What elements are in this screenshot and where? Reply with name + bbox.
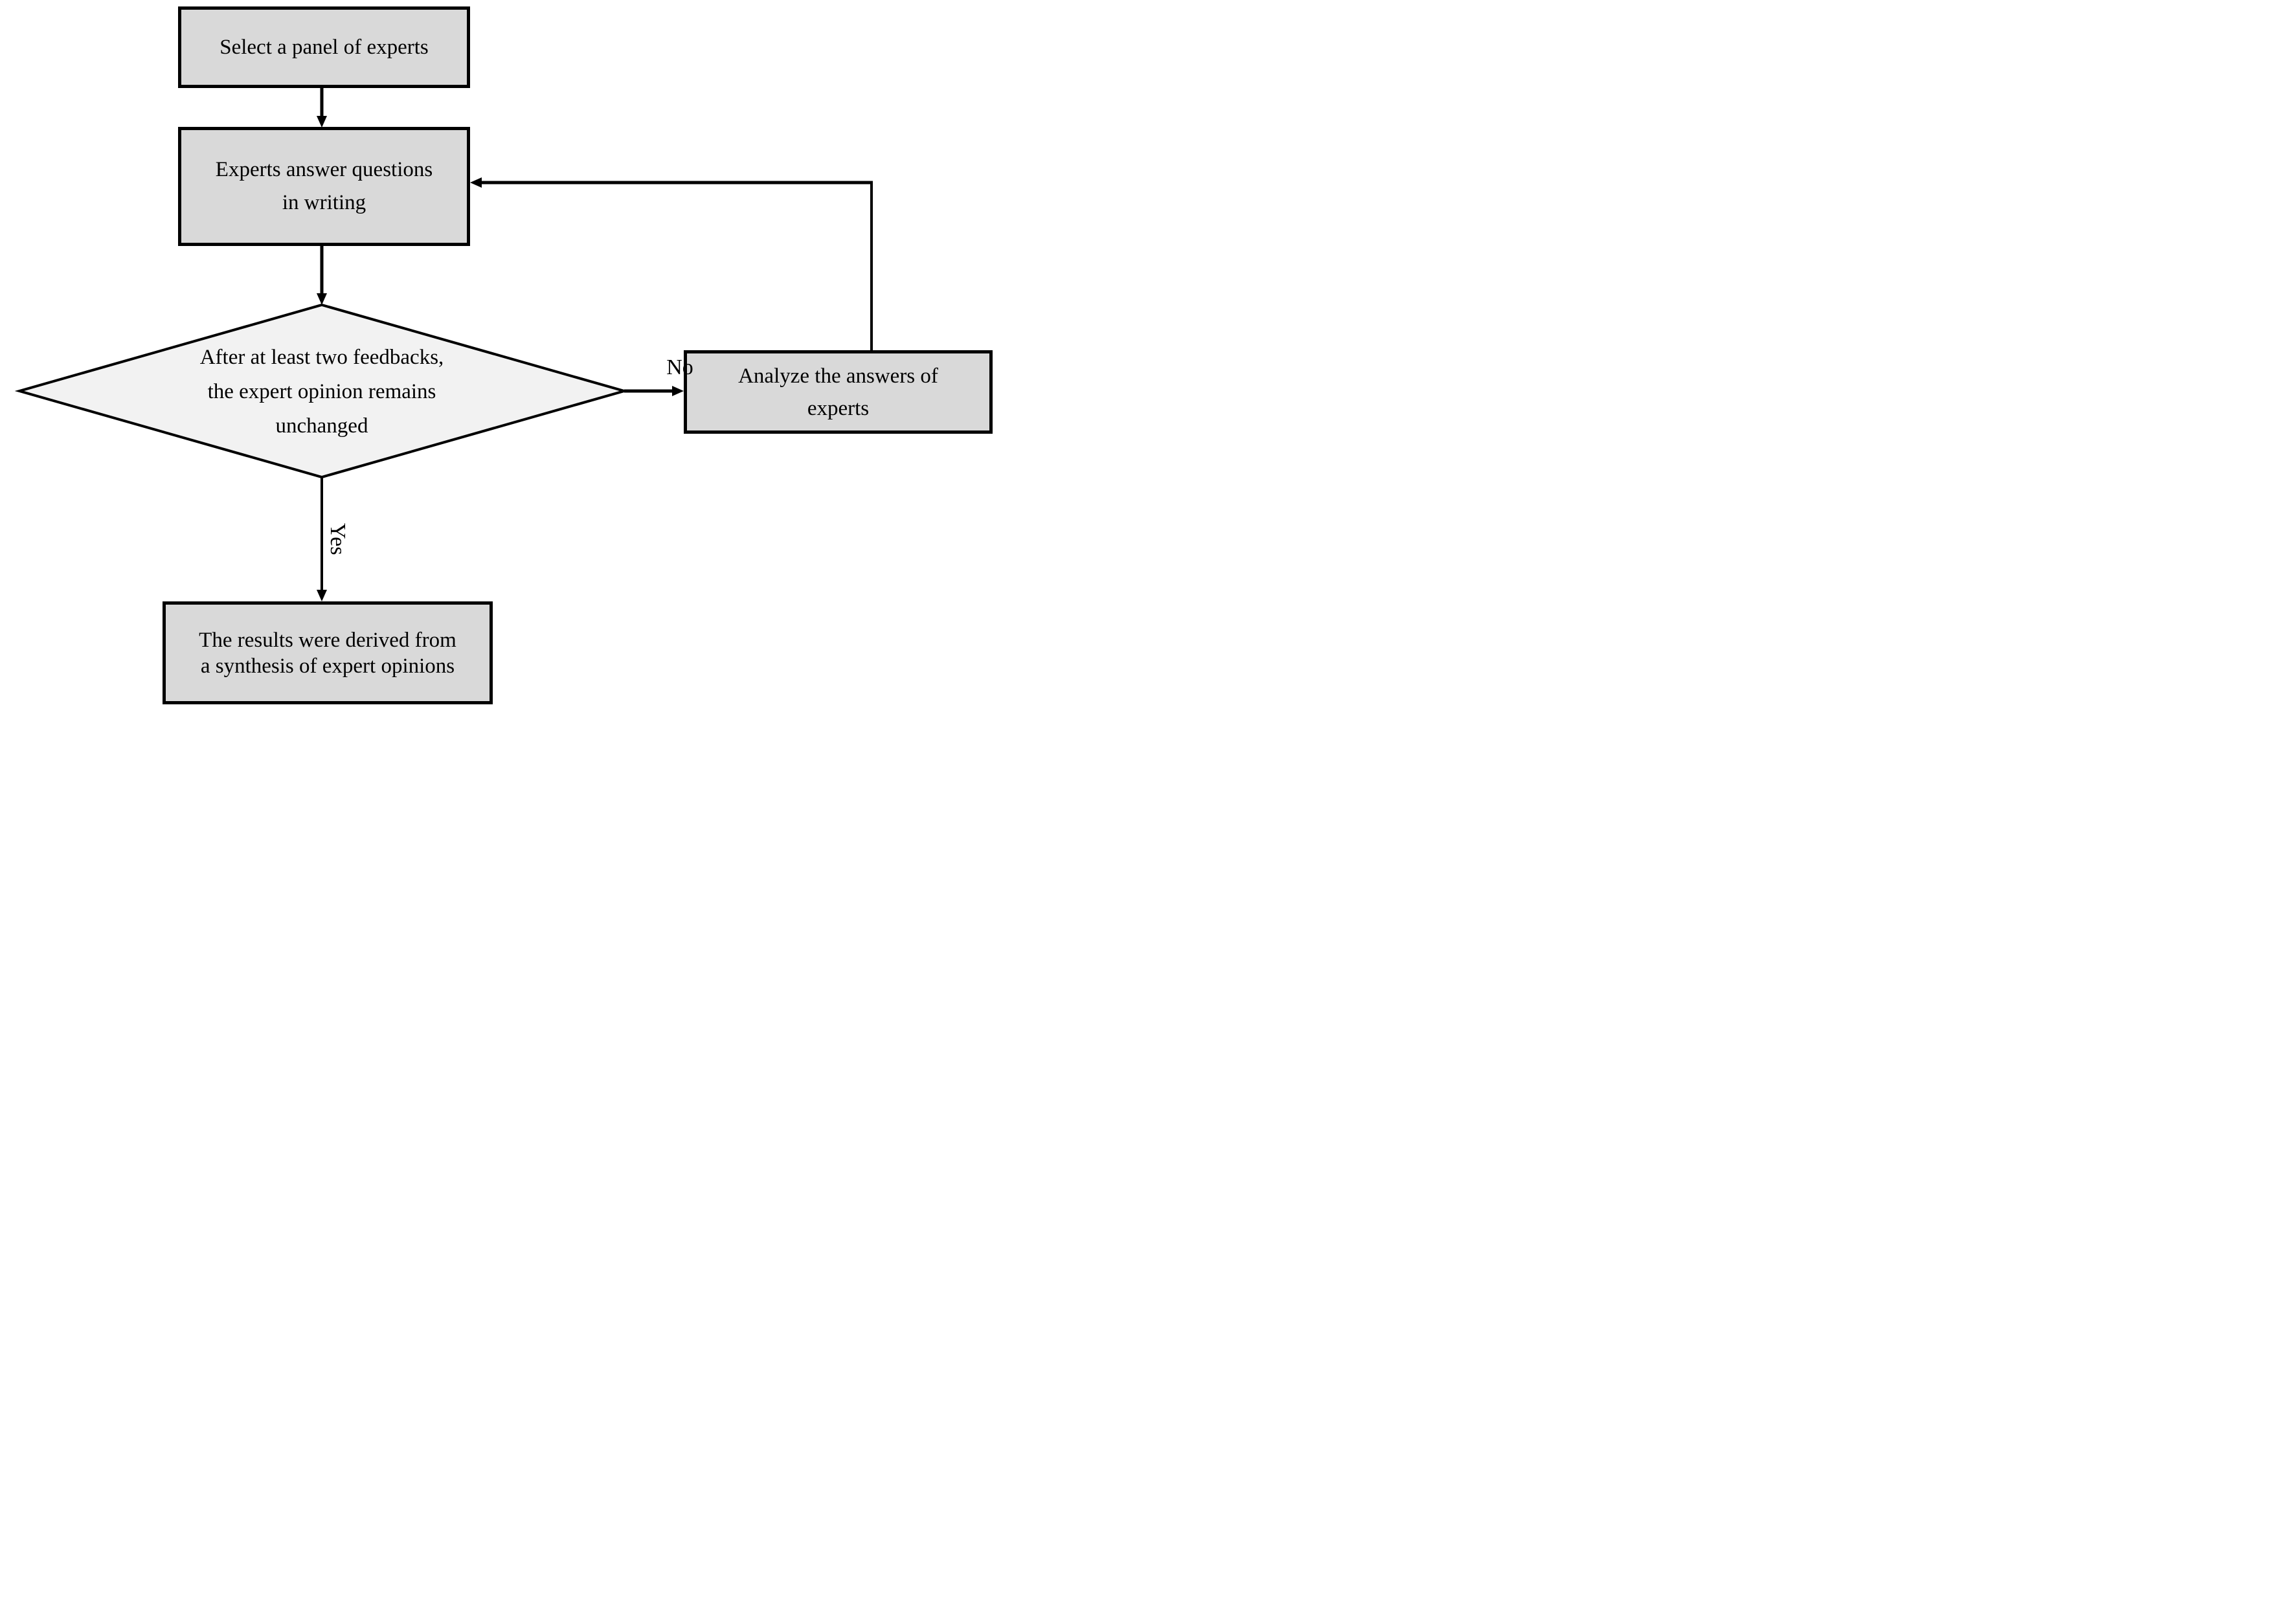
flowchart-canvas: Select a panel of experts Experts answer… xyxy=(0,0,1001,707)
node-analyze-answers-line2: experts xyxy=(807,396,870,420)
arrowhead-down-results xyxy=(317,590,327,601)
node-results-line2: a synthesis of expert opinions xyxy=(200,654,455,678)
node-select-panel-text: Select a panel of experts xyxy=(219,35,429,59)
arrowhead-right-analyze xyxy=(672,386,684,396)
arrowhead-left-answer xyxy=(470,177,482,188)
node-decision-line2: the expert opinion remains xyxy=(207,379,436,403)
node-select-panel: Select a panel of experts xyxy=(178,6,470,88)
edge-label-yes: Yes xyxy=(326,523,350,555)
node-decision-line1: After at least two feedbacks, xyxy=(199,345,444,369)
arrowhead-down-decision xyxy=(317,293,327,305)
node-analyze-answers: Analyze the answers of experts xyxy=(684,350,993,434)
node-results-line1: The results were derived from xyxy=(199,628,456,652)
node-analyze-answers-line1: Analyze the answers of xyxy=(738,364,938,388)
connector-layer xyxy=(14,88,873,601)
node-results: The results were derived from a synthesi… xyxy=(163,601,493,704)
arrowhead-down-answer xyxy=(317,116,327,128)
edge-label-no: No xyxy=(666,355,693,379)
node-answer-questions-line1: Experts answer questions xyxy=(215,158,433,181)
node-answer-questions-line2: in writing xyxy=(282,191,366,214)
node-answer-questions: Experts answer questions in writing xyxy=(178,127,470,246)
node-decision-text: After at least two feedbacks, the expert… xyxy=(128,340,516,443)
node-decision-line3: unchanged xyxy=(275,414,368,438)
